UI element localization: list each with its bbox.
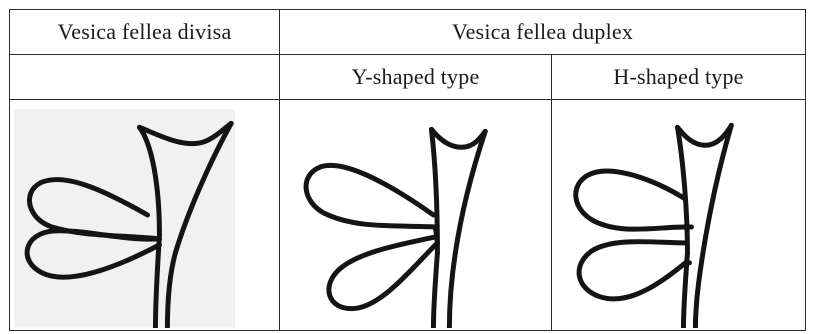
funnel-rim bbox=[431, 129, 485, 147]
subheader-h-shaped-type: H-shaped type bbox=[552, 55, 806, 100]
subheader-y-shaped-type: Y-shaped type bbox=[280, 55, 552, 100]
h-shaped-cell bbox=[552, 100, 806, 331]
funnel-right-wall bbox=[695, 125, 731, 327]
upper-bladder bbox=[576, 171, 686, 229]
upper-bladder bbox=[306, 165, 435, 227]
empty-subheader-cell bbox=[10, 55, 280, 100]
divisa-gallbladder-drawing bbox=[10, 103, 279, 328]
header-vesica-fellea-duplex: Vesica fellea duplex bbox=[280, 10, 806, 55]
lower-bladder bbox=[579, 241, 685, 298]
divisa-cell bbox=[10, 100, 280, 331]
funnel-right-wall bbox=[449, 131, 485, 327]
header-vesica-fellea-divisa: Vesica fellea divisa bbox=[10, 10, 280, 55]
subheader-row: Y-shaped type H-shaped type bbox=[10, 55, 806, 100]
funnel-rim bbox=[678, 125, 732, 145]
gallbladder-variant-table: Vesica fellea divisa Vesica fellea duple… bbox=[9, 9, 806, 331]
y-shaped-duplex-drawing bbox=[280, 103, 551, 328]
common-duct bbox=[433, 252, 437, 327]
header-row: Vesica fellea divisa Vesica fellea duple… bbox=[10, 10, 806, 55]
h-shaped-duplex-drawing bbox=[552, 103, 805, 328]
y-shaped-cell bbox=[280, 100, 552, 331]
lower-bladder bbox=[329, 236, 438, 308]
funnel-left-wall bbox=[678, 127, 688, 253]
duct-junction bbox=[435, 226, 437, 242]
illustration-row bbox=[10, 100, 806, 331]
